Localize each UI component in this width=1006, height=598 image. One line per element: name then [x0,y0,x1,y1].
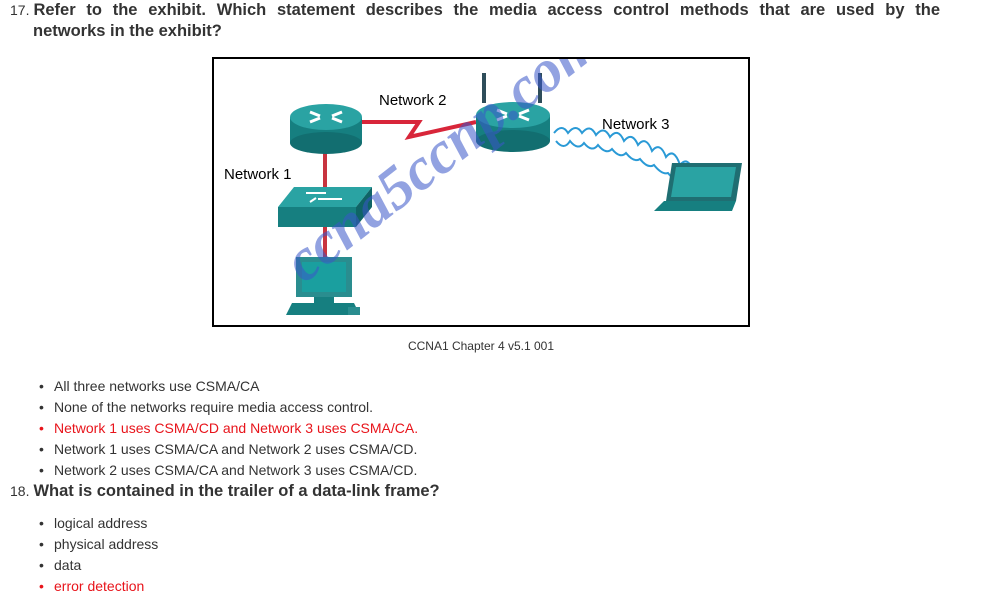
answer-option-text: None of the networks require media acces… [54,399,374,415]
bullet: • [39,462,44,478]
question-number: 18. [10,483,30,499]
question-text: Refer to the exhibit. Which statement de… [33,1,940,19]
router-icon [290,104,362,154]
answer-option: • All three networks use CSMA/CA [37,376,418,397]
answer-option: • logical address [37,513,158,534]
answer-option: • physical address [37,534,158,555]
switch-icon [278,187,372,227]
answer-option-correct: • error detection [37,576,158,597]
answer-option-correct: • Network 1 uses CSMA/CD and Network 3 us… [37,418,418,439]
bullet: • [39,378,44,394]
network1-label: Network 1 [224,166,292,183]
answer-option-text: Network 1 uses CSMA/CA and Network 2 use… [54,441,418,457]
bullet: • [39,515,44,531]
answer-option: • data [37,555,158,576]
answer-option-text: Network 2 uses CSMA/CA and Network 3 use… [54,462,418,478]
question-text-continued: networks in the exhibit? [33,22,222,40]
question-17-line1: 17.Refer to the exhibit. Which statement… [10,0,940,21]
question-number: 17. [10,2,30,18]
answer-option-text: Network 1 uses CSMA/CD and Network 3 use… [54,420,419,436]
answer-option-text: logical address [54,515,148,531]
serial-link [362,120,477,141]
bullet: • [39,578,44,594]
answer-option: • None of the networks require media acce… [37,397,418,418]
wireless-router-icon [476,73,550,152]
network3-label: Network 3 [602,116,670,133]
question-18: 18.What is contained in the trailer of a… [10,481,940,502]
answer-option-text: All three networks use CSMA/CA [54,378,260,394]
laptop-icon [654,163,742,211]
network-diagram: Network 1 Network 2 Network 3 ccna5ccnp.… [224,59,742,315]
answer-options-18: • logical address • physical address • data… [37,513,158,597]
answer-option-text: data [54,557,82,573]
answer-option-text: error detection [54,578,145,594]
network-exhibit: Network 1 Network 2 Network 3 ccna5ccnp.… [212,57,750,327]
bullet: • [39,536,44,552]
answer-option: • Network 2 uses CSMA/CA and Network 3 us… [37,460,418,481]
answer-option: • Network 1 uses CSMA/CA and Network 2 us… [37,439,418,460]
bullet: • [39,420,44,436]
bullet: • [39,557,44,573]
question-text: What is contained in the trailer of a da… [33,482,440,500]
exhibit-caption: CCNA1 Chapter 4 v5.1 001 [407,339,555,353]
network2-label: Network 2 [379,92,447,109]
bullet: • [39,399,44,415]
bullet: • [39,441,44,457]
answer-options-17: • All three networks use CSMA/CA • None of… [37,376,418,481]
answer-option-text: physical address [54,536,159,552]
question-17: 17.Refer to the exhibit. Which statement… [10,0,940,42]
desktop-pc-icon [286,257,360,315]
